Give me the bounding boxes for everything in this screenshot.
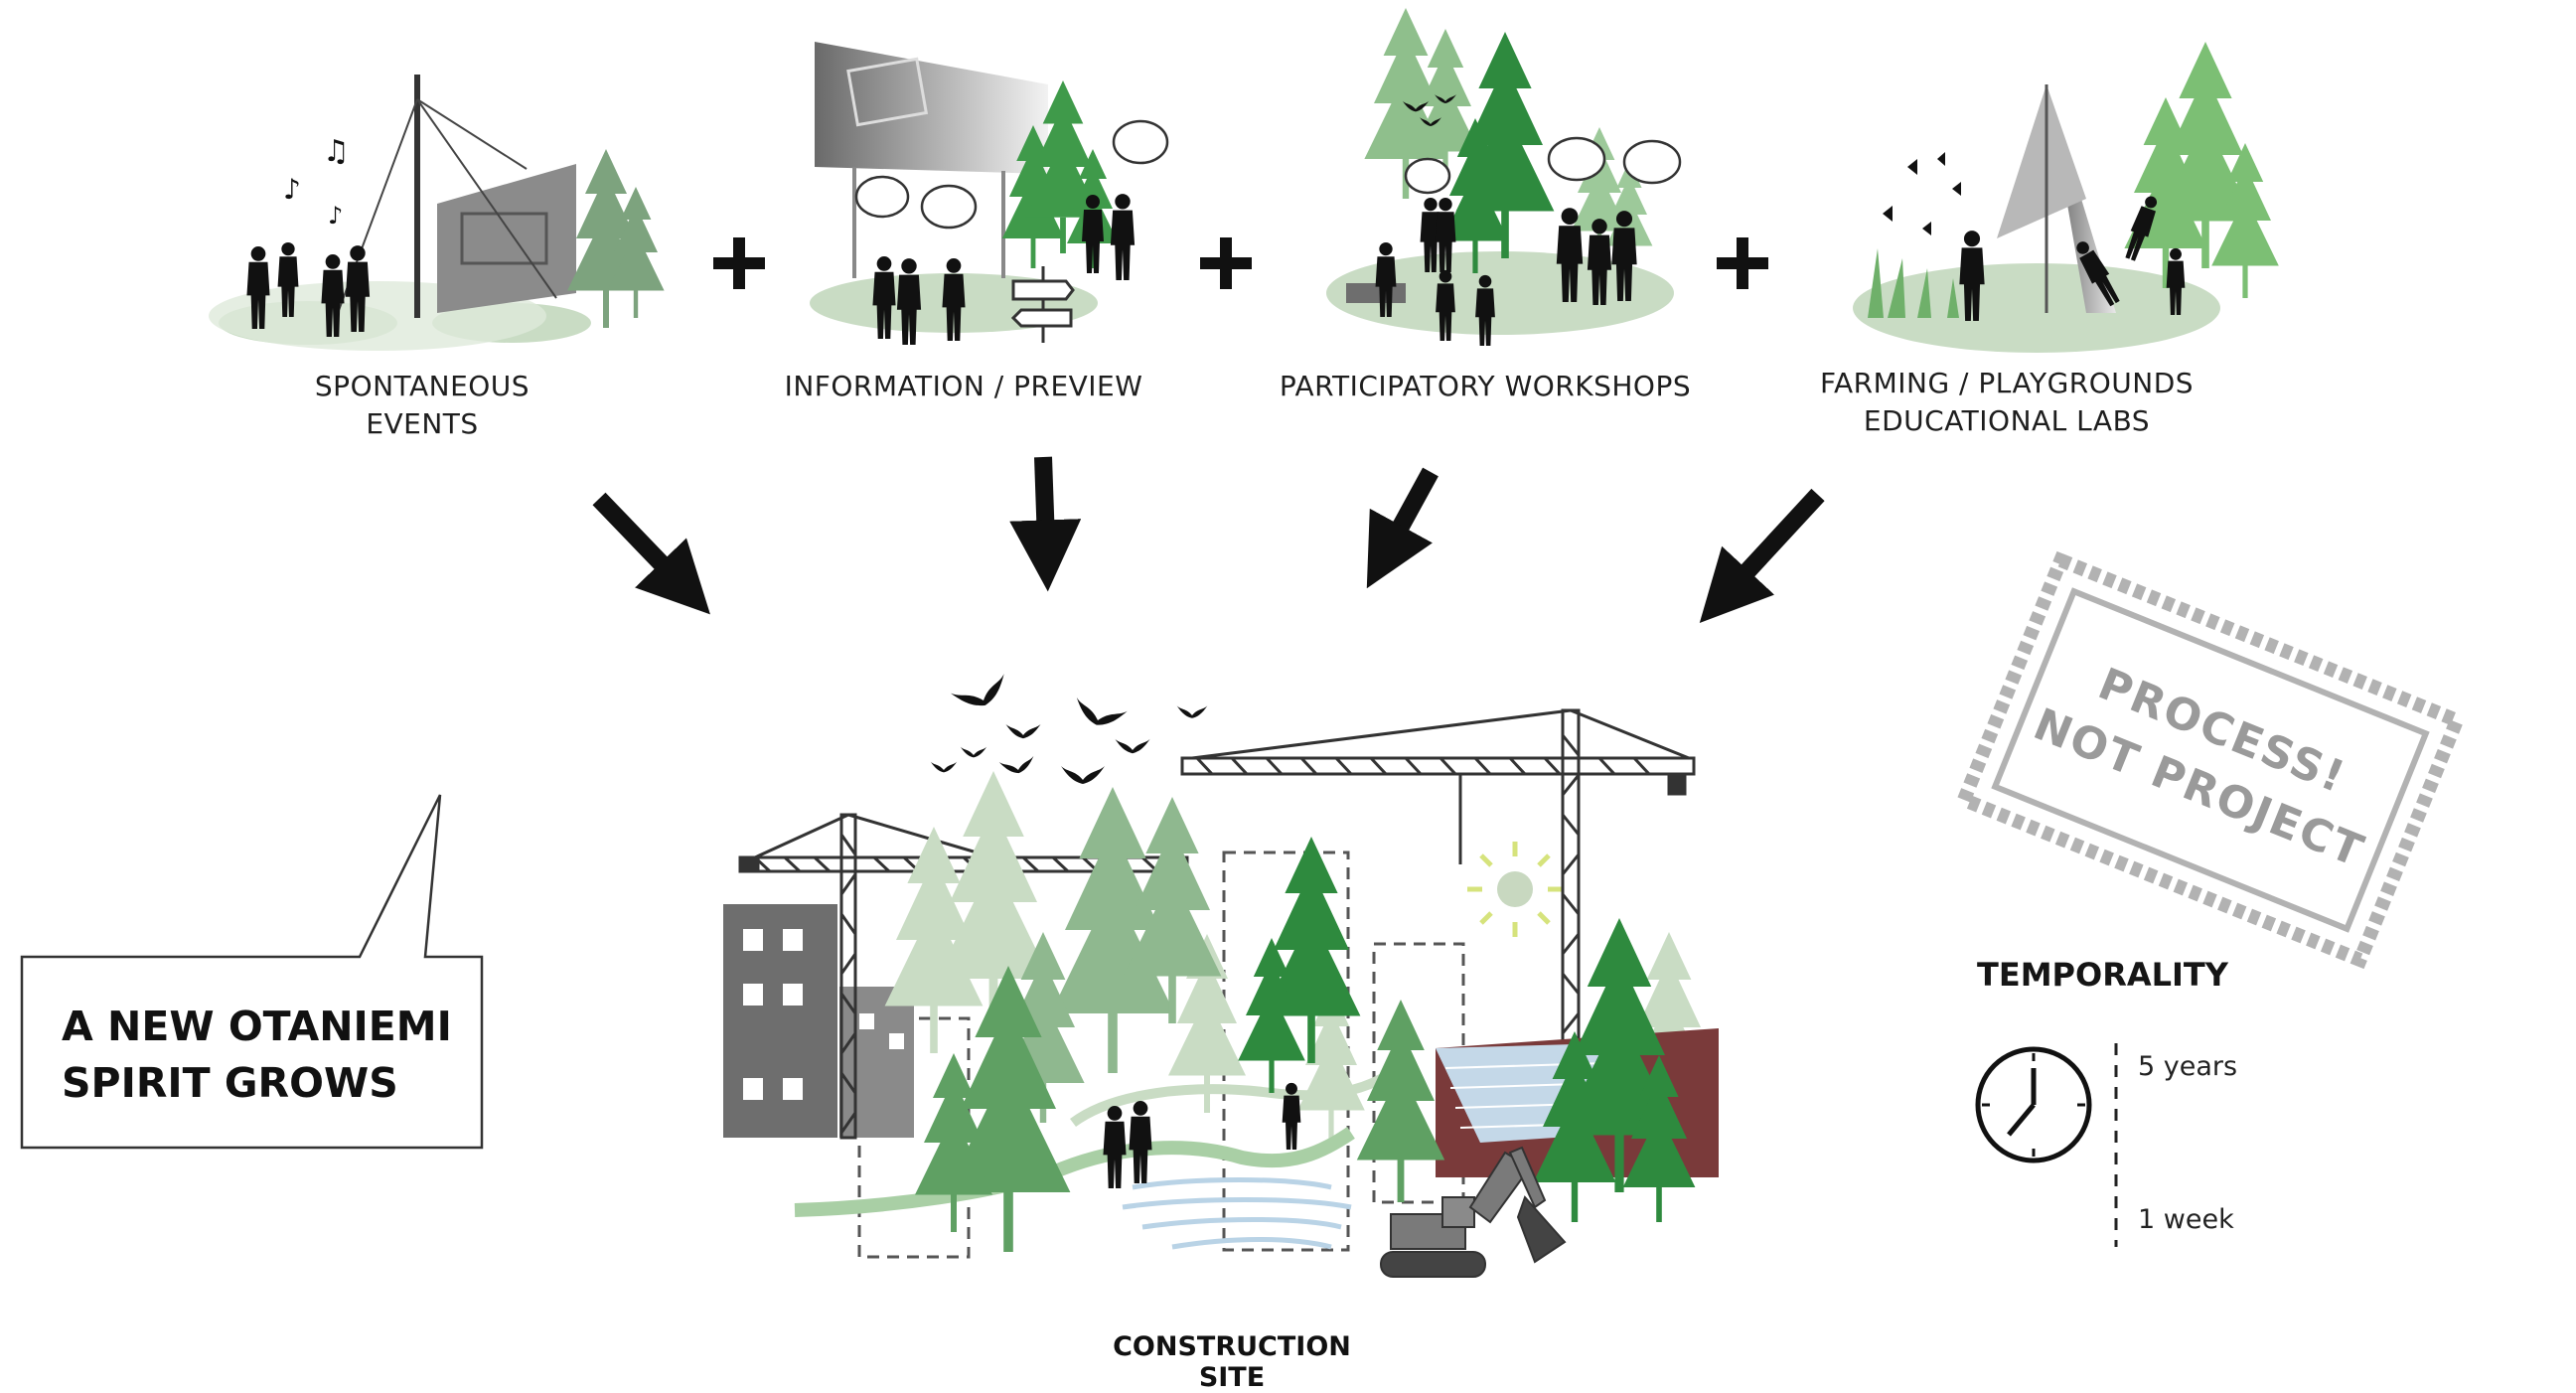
sun-icon: [1467, 842, 1563, 937]
signpost-icon: [1010, 266, 1075, 343]
construction-site: [723, 674, 1719, 1278]
butterflies: [1883, 152, 1961, 235]
panel-information-preview: [810, 42, 1169, 345]
label-participatory-workshops: PARTICIPATORY WORKSHOPS: [1279, 370, 1692, 402]
tree-cluster-mid: [915, 966, 1445, 1252]
svg-text:♪: ♪: [328, 202, 343, 230]
water: [1122, 1177, 1352, 1250]
music-note-icon: ♫ ♪ ♪: [283, 134, 350, 230]
svg-text:♪: ♪: [283, 173, 301, 206]
speech-bubble-line1: A NEW OTANIEMI: [62, 1003, 452, 1050]
speech-bubble-text: A NEW OTANIEMI SPIRIT GROWS: [62, 999, 452, 1112]
plus-signs: [713, 237, 1768, 289]
construction-site-caption: CONSTRUCTION SITE: [1113, 1331, 1351, 1393]
label-farming-playgrounds: FARMING / PLAYGROUNDS EDUCATIONAL LABS: [1819, 367, 2195, 437]
gray-building: [723, 904, 914, 1138]
convergence-arrows: [592, 456, 1825, 624]
arrow-2: [1009, 456, 1082, 592]
speech-bubble-line2: SPIRIT GROWS: [62, 1059, 398, 1107]
panel-participatory-workshops: [1326, 7, 1682, 346]
clock-icon: [1975, 1046, 2092, 1163]
arrow-3: [1366, 467, 1439, 589]
speech-bubble-icon: [1404, 136, 1682, 195]
stamp: PROCESS! NOT PROJECT: [1954, 550, 2467, 970]
bird-icon: [930, 674, 1208, 784]
label-spontaneous-events: SPONTANEOUS EVENTS: [314, 370, 530, 440]
panel-spontaneous-events: ♫ ♪ ♪: [209, 75, 665, 351]
temporality-title: TEMPORALITY: [1977, 956, 2228, 994]
timeline-bottom-label: 1 week: [2138, 1204, 2234, 1235]
stage-canvas: [437, 164, 576, 313]
billboard: [815, 42, 1048, 174]
tree-cluster-3b: [1441, 31, 1555, 274]
svg-text:♫: ♫: [323, 134, 350, 169]
speech-bubble-icon: [854, 119, 1169, 230]
tree-cluster-4: [2124, 41, 2279, 298]
arrow-1: [592, 492, 710, 615]
panel-farming-playgrounds: [1853, 41, 2279, 353]
grass: [1868, 248, 1959, 318]
arrow-4: [1699, 488, 1825, 624]
label-information-preview: INFORMATION / PREVIEW: [784, 370, 1143, 402]
crane-icon: [1180, 708, 1696, 1050]
timeline-top-label: 5 years: [2138, 1051, 2238, 1082]
tree-cluster-1: [567, 149, 665, 328]
speech-bubble: [20, 794, 484, 1150]
excavator-icon: [1380, 1146, 1567, 1278]
